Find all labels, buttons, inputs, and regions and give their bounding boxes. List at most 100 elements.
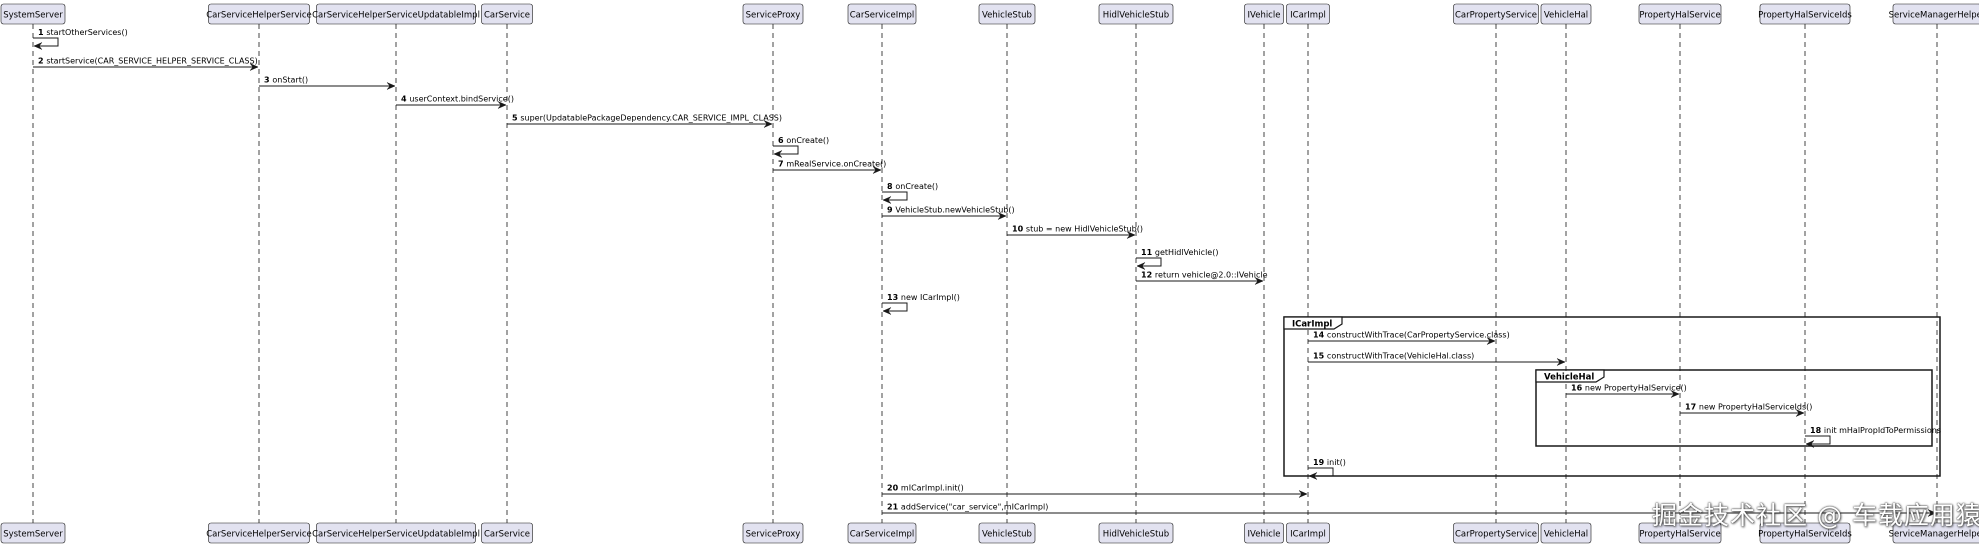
participant-label: SystemServer xyxy=(3,11,63,21)
message: 6 onCreate() xyxy=(773,136,829,158)
message-number: 14 xyxy=(1313,331,1327,340)
message-arrowhead xyxy=(1308,472,1318,480)
message-number: 11 xyxy=(1141,248,1155,257)
participant-box: CarPropertyService xyxy=(1453,3,1539,25)
message-label: 21 addService("car_service",mICarImpl) xyxy=(887,503,1048,512)
message-number: 1 xyxy=(38,28,46,37)
message-label: 14 constructWithTrace(CarPropertyService… xyxy=(1313,331,1510,340)
participant-box: CarServiceHelperServiceUpdatableImpl xyxy=(312,522,480,544)
message: 10 stub = new HidlVehicleStub() xyxy=(1007,225,1143,239)
message: 13 new ICarImpl() xyxy=(882,293,960,315)
message-text: onStart() xyxy=(272,76,308,85)
message-label: 6 onCreate() xyxy=(778,136,829,145)
participant-label: CarServiceImpl xyxy=(850,11,915,21)
participant-box: PropertyHalServiceIds xyxy=(1758,522,1852,544)
message-number: 4 xyxy=(401,95,409,104)
message-number: 19 xyxy=(1313,458,1327,467)
message-text: new PropertyHalServiceIds() xyxy=(1699,403,1812,412)
message-arrowhead xyxy=(1556,358,1566,366)
message-number: 5 xyxy=(512,114,520,123)
participant-box: SystemServer xyxy=(0,3,66,25)
message-label: 9 VehicleStub.newVehicleStub() xyxy=(887,206,1015,215)
message: 14 constructWithTrace(CarPropertyService… xyxy=(1308,331,1510,345)
message-text: constructWithTrace(CarPropertyService.cl… xyxy=(1327,331,1510,340)
participant-box: HidlVehicleStub xyxy=(1098,3,1174,25)
message-label: 2 startService(CAR_SERVICE_HELPER_SERVIC… xyxy=(38,57,258,66)
message-text: new PropertyHalService() xyxy=(1585,384,1687,393)
message-number: 10 xyxy=(1012,225,1026,234)
message-number: 16 xyxy=(1571,384,1585,393)
message-label: 12 return vehicle@2.0::IVehicle xyxy=(1141,271,1268,280)
message: 16 new PropertyHalService() xyxy=(1566,384,1687,398)
participant-label: PropertyHalService xyxy=(1639,11,1720,21)
participant-box: VehicleHal xyxy=(1540,522,1592,544)
participant-box: HidlVehicleStub xyxy=(1098,522,1174,544)
message-number: 18 xyxy=(1810,426,1824,435)
participant-label: ServiceManagerHelper xyxy=(1889,11,1979,21)
participant-box-shape xyxy=(1244,3,1284,25)
message-text: super(UpdatablePackageDependency.CAR_SER… xyxy=(520,114,782,123)
participant-box: CarPropertyService xyxy=(1453,522,1539,544)
participant-box: PropertyHalService xyxy=(1638,3,1722,25)
message-arrowhead xyxy=(249,63,259,71)
participant-box-shape xyxy=(978,3,1036,25)
participant-box: CarService xyxy=(481,3,533,25)
message-label: 3 onStart() xyxy=(264,76,308,85)
participant-box-shape xyxy=(0,3,66,25)
message-number: 7 xyxy=(778,160,786,169)
participant-box-shape xyxy=(978,522,1036,544)
participant-label: CarServiceHelperService xyxy=(206,530,312,540)
participant-box-shape xyxy=(847,522,917,544)
participant-label: CarServiceHelperServiceUpdatableImpl xyxy=(312,530,480,540)
participant-box-shape xyxy=(316,3,476,25)
message: 7 mRealService.onCreate() xyxy=(773,160,886,174)
message-label: 15 constructWithTrace(VehicleHal.class) xyxy=(1313,352,1474,361)
message-label: 13 new ICarImpl() xyxy=(887,293,960,302)
message-arrowhead xyxy=(1670,390,1680,398)
message-label: 11 getHidlVehicle() xyxy=(1141,248,1218,257)
participant-box-shape xyxy=(208,522,310,544)
message-line xyxy=(33,37,59,47)
message-text: return vehicle@2.0::IVehicle xyxy=(1155,271,1268,280)
group-frame-tab xyxy=(1535,369,1605,383)
message-text: stub = new HidlVehicleStub() xyxy=(1026,225,1143,234)
message-text: mRealService.onCreate() xyxy=(786,160,886,169)
message-arrowhead xyxy=(1486,337,1496,345)
participant-label: CarService xyxy=(484,530,530,540)
participant-label: IVehicle xyxy=(1248,530,1281,540)
message-text: init mHalPropIdToPermissions xyxy=(1824,426,1941,435)
participant-box-shape xyxy=(1286,522,1330,544)
message-text: init() xyxy=(1327,458,1346,467)
message: 4 userContext.bindService() xyxy=(396,95,514,109)
participant-box: CarServiceHelperService xyxy=(206,522,312,544)
message-number: 15 xyxy=(1313,352,1327,361)
message-arrowhead xyxy=(1136,262,1146,270)
participant-box-shape xyxy=(0,522,66,544)
participant-box: CarService xyxy=(481,522,533,544)
message-label: 19 init() xyxy=(1313,458,1346,467)
message-arrowhead xyxy=(1298,490,1308,498)
participant-label: HidlVehicleStub xyxy=(1103,530,1169,540)
message-arrowhead xyxy=(872,166,882,174)
participant-box-shape xyxy=(1892,3,1979,25)
message-text: onCreate() xyxy=(786,136,829,145)
watermark: 掘金技术社区 @ 车载应用猿 xyxy=(1652,501,1979,530)
participant-box: SystemServer xyxy=(0,522,66,544)
message-arrowhead xyxy=(997,212,1007,220)
message-arrowhead xyxy=(882,307,892,315)
participant-box-shape xyxy=(1098,3,1174,25)
message-label: 17 new PropertyHalServiceIds() xyxy=(1685,403,1812,412)
participant-label: VehicleHal xyxy=(1544,530,1588,540)
message-label: 5 super(UpdatablePackageDependency.CAR_S… xyxy=(512,114,782,123)
message-line xyxy=(1136,257,1162,267)
message-number: 12 xyxy=(1141,271,1155,280)
message-label: 10 stub = new HidlVehicleStub() xyxy=(1012,225,1143,234)
message-label: 8 onCreate() xyxy=(887,182,938,191)
message: 3 onStart() xyxy=(259,76,396,90)
participant-label: CarPropertyService xyxy=(1455,530,1537,540)
message-number: 13 xyxy=(887,293,901,302)
participant-box: CarServiceHelperService xyxy=(206,3,312,25)
message-text: userContext.bindService() xyxy=(409,95,514,104)
participant-box: IVehicle xyxy=(1244,522,1284,544)
